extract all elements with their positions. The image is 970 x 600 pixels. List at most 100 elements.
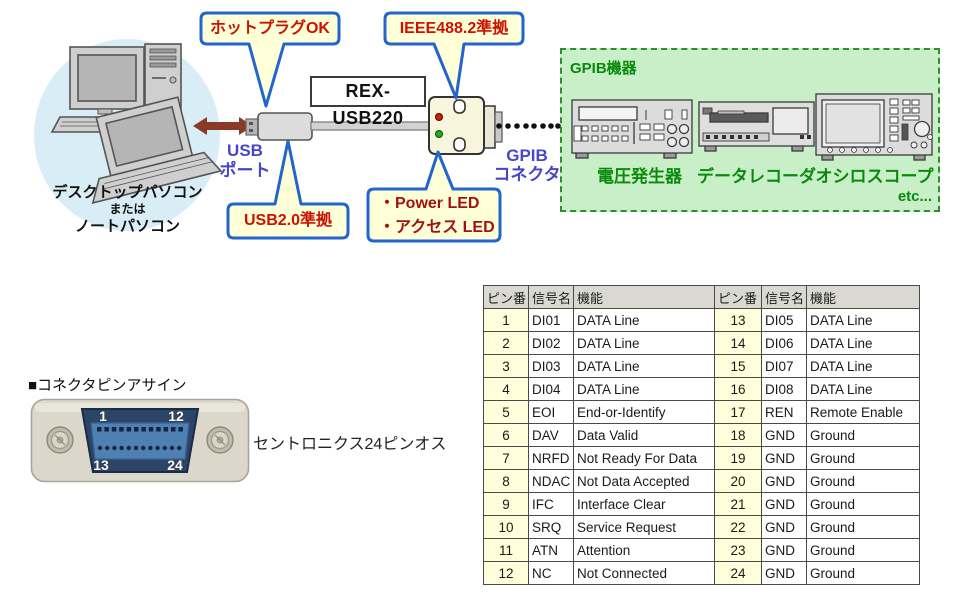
function-cell: DATA Line: [573, 308, 715, 332]
function-cell: DATA Line: [806, 331, 920, 355]
function-cell: DATA Line: [806, 308, 920, 332]
function-cell: DATA Line: [806, 354, 920, 378]
function-cell: DATA Line: [573, 377, 715, 401]
pin-table-header-cell: 機能: [806, 285, 920, 309]
pin-number-cell: 2: [483, 331, 529, 355]
usb-plug-icon: [245, 112, 313, 141]
function-cell: Ground: [806, 446, 920, 470]
pin-number-cell: 22: [714, 515, 762, 539]
converter-screw-slot-top: [453, 99, 466, 114]
connector-pins-bottom-row: [97, 445, 182, 451]
function-cell: DATA Line: [806, 377, 920, 401]
device-label-data-recorder: データレコーダ: [697, 167, 816, 186]
signal-name-cell: DI04: [528, 377, 574, 401]
desktop-computer-icon: [50, 43, 182, 133]
function-cell: DATA Line: [573, 331, 715, 355]
signal-name-cell: GND: [761, 446, 807, 470]
pin-number-cell: 13: [714, 308, 762, 332]
pin-number-cell: 16: [714, 377, 762, 401]
function-cell: Not Ready For Data: [573, 446, 715, 470]
signal-name-cell: DI07: [761, 354, 807, 378]
pin-number-cell: 11: [483, 538, 529, 562]
signal-name-cell: GND: [761, 423, 807, 447]
signal-name-cell: DI05: [761, 308, 807, 332]
signal-name-cell: NC: [528, 561, 574, 585]
function-cell: End-or-Identify: [573, 400, 715, 424]
pin-number-cell: 1: [483, 308, 529, 332]
callout-hotplug-label: ホットプラグOK: [209, 20, 330, 37]
centronics-connector-illustration: 1 12 13 24: [30, 398, 250, 483]
function-cell: Ground: [806, 538, 920, 562]
gpib-instruments-illustration: [571, 93, 933, 161]
function-cell: Not Data Accepted: [573, 469, 715, 493]
function-cell: Ground: [806, 492, 920, 516]
pin-table-header-cell: 信号名: [528, 285, 574, 309]
pin-table-head: ピン番信号名機能ピン番信号名機能: [483, 285, 920, 309]
pin-number-cell: 23: [714, 538, 762, 562]
access-led: [435, 130, 443, 138]
connector-screw-left: [46, 426, 74, 454]
pc-caption-line3: ノートパソコン: [74, 218, 180, 235]
signal-name-cell: GND: [761, 469, 807, 493]
connector-screw-right: [206, 426, 234, 454]
signal-name-cell: GND: [761, 538, 807, 562]
callout-usb20-label: USB2.0準拠: [243, 212, 333, 229]
signal-name-cell: ATN: [528, 538, 574, 562]
signal-name-cell: NDAC: [528, 469, 574, 493]
pin-label-1: 1: [99, 408, 107, 424]
pc-caption-line2: または: [109, 202, 146, 216]
pc-caption: デスクトップパソコン または ノートパソコン: [30, 184, 225, 235]
pin-table-header-cell: ピン番: [714, 285, 762, 309]
signal-name-cell: REN: [761, 400, 807, 424]
callout-led-label: ・Power LED ・アクセス LED: [379, 192, 497, 240]
gpib-connector-label: GPIB コネクタ: [482, 146, 572, 184]
callout-led-line2: ・アクセス LED: [379, 219, 495, 236]
gpib-devices-group-box: GPIB機器: [560, 48, 940, 212]
pin-label-13: 13: [93, 457, 109, 473]
gpib-connector-label-line2: コネクタ: [493, 165, 561, 184]
oscilloscope-icon: [815, 93, 933, 161]
pin-label-24: 24: [167, 457, 183, 473]
signal-name-cell: IFC: [528, 492, 574, 516]
pin-table-header-cell: 信号名: [761, 285, 807, 309]
pin-number-cell: 8: [483, 469, 529, 493]
gpib-connector-label-line1: GPIB: [506, 146, 548, 165]
pc-caption-line1: デスクトップパソコン: [52, 184, 203, 201]
pin-number-cell: 15: [714, 354, 762, 378]
function-cell: Not Connected: [573, 561, 715, 585]
pin-number-cell: 7: [483, 446, 529, 470]
converter-screw-slot-bottom: [453, 137, 466, 152]
pin-number-cell: 20: [714, 469, 762, 493]
pin-number-cell: 6: [483, 423, 529, 447]
signal-name-cell: DI02: [528, 331, 574, 355]
device-label-voltage-generator: 電圧発生器: [597, 167, 682, 186]
function-cell: Ground: [806, 469, 920, 493]
signal-name-cell: DI08: [761, 377, 807, 401]
function-cell: Interface Clear: [573, 492, 715, 516]
signal-name-cell: SRQ: [528, 515, 574, 539]
function-cell: Service Request: [573, 515, 715, 539]
signal-name-cell: GND: [761, 515, 807, 539]
pin-table-header-cell: 機能: [573, 285, 715, 309]
signal-name-cell: DI03: [528, 354, 574, 378]
connector-pins-top-row: [97, 427, 183, 432]
dotted-connection-line: [496, 123, 561, 129]
function-cell: DATA Line: [573, 354, 715, 378]
voltage-generator-icon: [571, 99, 693, 159]
data-recorder-icon: [698, 101, 815, 152]
gpib-group-title: GPIB機器: [570, 60, 637, 77]
etc-label: etc...: [897, 188, 932, 205]
function-cell: Ground: [806, 515, 920, 539]
